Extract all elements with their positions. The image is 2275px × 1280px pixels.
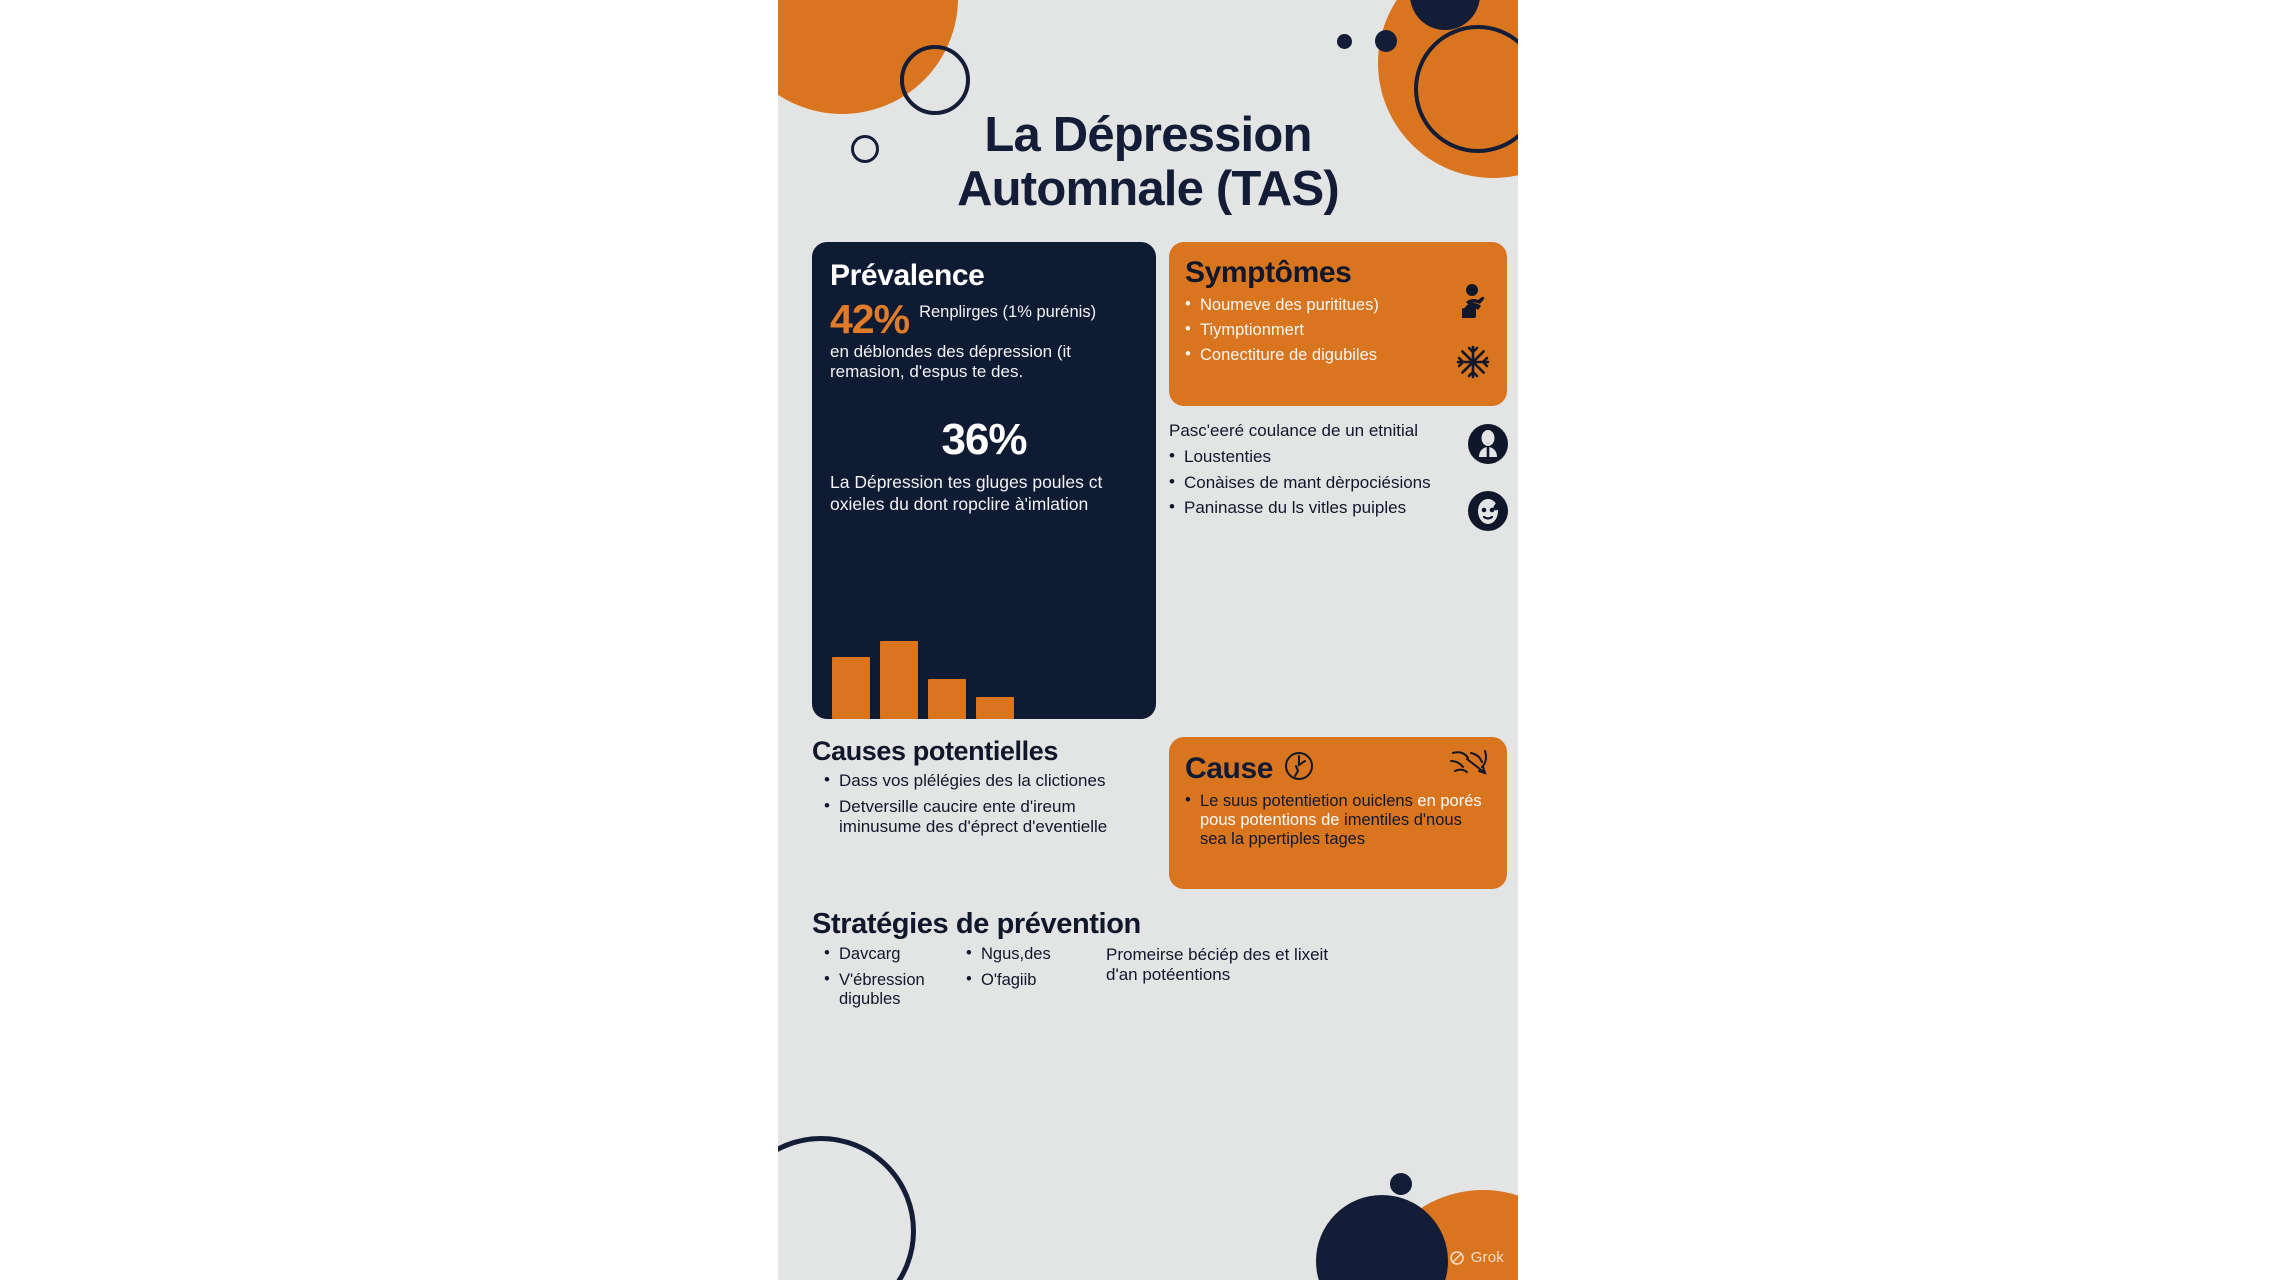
chart-bar xyxy=(928,679,966,719)
grok-watermark: Grok xyxy=(1449,1249,1504,1266)
causes-list: Dass vos plélégies des la clictiones Det… xyxy=(812,770,1156,836)
chart-bar xyxy=(880,641,918,719)
prevention-column-b: Ngus,des O'fagiib xyxy=(966,944,1094,990)
list-item: O'fagiib xyxy=(966,970,1094,990)
white-info-block: Pasc'eeré coulance de un etnitial Louste… xyxy=(1169,421,1509,567)
grok-logo-icon xyxy=(1449,1250,1465,1266)
list-item: Davcarg xyxy=(824,944,954,964)
prevalence-stat-1-value: 42% xyxy=(830,295,910,342)
middle-row: Causes potentielles Dass vos plélégies d… xyxy=(812,737,1507,889)
cause-card: Cause Le suus potentietion ouiclens en xyxy=(1169,737,1507,889)
cause-text-c: imentiles d'nous sea la ppertiples tages xyxy=(1200,811,1462,849)
person-cold-icon xyxy=(1453,282,1493,322)
causes-heading: Causes potentielles xyxy=(812,736,1058,766)
prevalence-stat-1-row: 42% Renplirges (1% purénis) xyxy=(830,295,1138,342)
list-item: Loustenties xyxy=(1169,446,1443,467)
person-badge-icon xyxy=(1467,423,1509,470)
prevalence-card: Prévalence 42% Renplirges (1% purénis) e… xyxy=(812,242,1156,719)
decor-ring-bottom-left xyxy=(778,1136,916,1280)
decor-dot-top-right-small xyxy=(1337,34,1352,49)
decor-circle-bottom-right-navy xyxy=(1316,1195,1448,1280)
list-item: Dass vos plélégies des la clictiones xyxy=(824,770,1156,791)
list-item: V'ébression digubles xyxy=(824,970,954,1009)
prevention-text-c: Promeirse béciép des et lixeit d'an poté… xyxy=(1106,945,1329,985)
prevention-list-b: Ngus,des O'fagiib xyxy=(966,944,1094,990)
cause-heading: Cause xyxy=(1185,751,1274,785)
prevention-column-a: Davcarg V'ébression digubles xyxy=(824,944,954,1009)
list-item: Ngus,des xyxy=(966,944,1094,964)
list-item: Paninasse du ls vitles puiples xyxy=(1169,497,1443,518)
cause-text-b: en porés pous potentions de xyxy=(1200,792,1482,830)
prevention-heading: Stratégies de prévention xyxy=(812,908,1141,940)
prevalence-stat-1-body: en déblondes des dépression (it remasion… xyxy=(830,341,1071,381)
decor-dot-top-right xyxy=(1375,30,1397,52)
list-item: Noumeve des purititues) xyxy=(1185,294,1381,315)
left-column: Prévalence 42% Renplirges (1% purénis) e… xyxy=(812,242,1156,719)
decor-circle-bottom-right-orange xyxy=(1368,1190,1518,1280)
broken-clock-icon xyxy=(1283,750,1315,787)
list-item: Detversille caucire ente d'ireum iminusu… xyxy=(824,796,1156,836)
decor-circle-top-right-navy xyxy=(1410,0,1480,30)
cause-text-a: Le suus potentietion ouiclens xyxy=(1200,792,1413,810)
list-item: Conàises de mant dèrpociésions xyxy=(1169,472,1443,493)
symptomes-icon-group xyxy=(1453,282,1493,382)
prevention-columns: Davcarg V'ébression digubles Ngus,des O'… xyxy=(812,944,1492,1009)
cause-list: Le suus potentietion ouiclens en porés p… xyxy=(1185,791,1491,849)
decor-dot-bottom-right xyxy=(1390,1173,1412,1195)
snowflake-icon xyxy=(1453,342,1493,382)
face-drop-icon xyxy=(1467,490,1509,537)
list-item: Le suus potentietion ouiclens en porés p… xyxy=(1185,791,1491,849)
chart-bar xyxy=(976,697,1014,719)
grok-watermark-label: Grok xyxy=(1470,1249,1504,1266)
symptomes-card: Symptômes Noumeve des purititues) Tiympt… xyxy=(1169,242,1507,406)
chart-bar xyxy=(832,657,870,719)
sun-rays-icon xyxy=(1447,747,1491,792)
infographic-poster: La Dépression Automnale (TAS) Prévalence… xyxy=(778,0,1518,1280)
content-area: Prévalence 42% Renplirges (1% purénis) e… xyxy=(812,242,1508,1009)
page-title: La Dépression Automnale (TAS) xyxy=(778,108,1518,217)
row-spacer xyxy=(812,719,1492,737)
prevention-section: Stratégies de prévention Davcarg V'ébres… xyxy=(812,909,1492,1009)
prevalence-heading: Prévalence xyxy=(830,259,985,292)
decor-circle-top-left-orange xyxy=(778,0,958,114)
prevention-column-c: Promeirse béciép des et lixeit d'an poté… xyxy=(1106,945,1356,985)
page-title-line-2: Automnale (TAS) xyxy=(957,162,1340,217)
right-column: Symptômes Noumeve des purititues) Tiympt… xyxy=(1169,242,1509,567)
prevalence-stat-1-note: Renplirges (1% purénis) xyxy=(919,302,1097,321)
white-info-lead: Pasc'eeré coulance de un etnitial xyxy=(1169,421,1418,440)
white-info-icon-group xyxy=(1467,423,1509,537)
prevalence-stat-2-value: 36% xyxy=(941,415,1027,465)
prevalence-stat-2-body: La Dépression tes gluges poules ct oxiel… xyxy=(830,472,1103,514)
prevalence-bar-chart xyxy=(832,633,1022,719)
list-item: Tiymptionmert xyxy=(1185,320,1381,340)
causes-section: Causes potentielles Dass vos plélégies d… xyxy=(812,737,1156,837)
list-item: Conectiture de digubiles xyxy=(1185,345,1381,365)
decor-ring-top-left xyxy=(900,45,970,115)
prevention-list-a: Davcarg V'ébression digubles xyxy=(824,944,954,1009)
symptomes-heading: Symptômes xyxy=(1185,256,1352,289)
symptomes-list: Noumeve des purititues) Tiymptionmert Co… xyxy=(1185,294,1381,365)
page-title-line-1: La Dépression xyxy=(984,108,1312,162)
cause-card-header: Cause xyxy=(1185,750,1491,787)
top-row: Prévalence 42% Renplirges (1% purénis) e… xyxy=(812,242,1508,719)
cause-column: Cause Le suus potentietion ouiclens en xyxy=(1169,737,1507,889)
white-info-list: Loustenties Conàises de mant dèrpociésio… xyxy=(1169,446,1443,518)
